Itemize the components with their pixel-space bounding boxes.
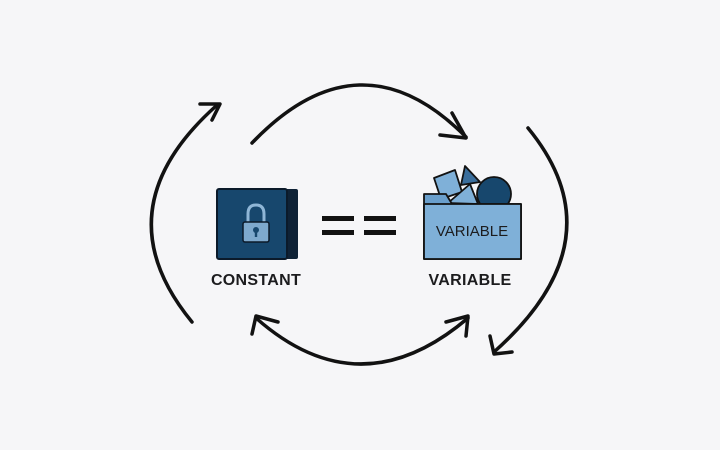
arrow-left — [149, 104, 218, 324]
folder-label: VARIABLE — [436, 223, 508, 240]
arrow-bottom — [254, 316, 470, 366]
padlock-icon — [242, 203, 270, 243]
triangle-shape — [460, 165, 481, 186]
arrow-bottom-head-left — [250, 314, 280, 336]
arrow-bottom-head-right — [444, 314, 470, 338]
arrow-right-head — [488, 334, 514, 356]
variable-label: VARIABLE — [428, 272, 512, 289]
arrow-right — [492, 126, 569, 354]
arrow-top-head — [438, 111, 468, 140]
folder-with-shapes-icon: VARIABLE — [423, 165, 522, 260]
arrow-top — [250, 83, 468, 145]
constant-box — [216, 188, 298, 260]
constant-label: CONSTANT — [210, 272, 302, 289]
equals-operator — [322, 216, 396, 235]
arrow-left-head — [198, 102, 222, 122]
